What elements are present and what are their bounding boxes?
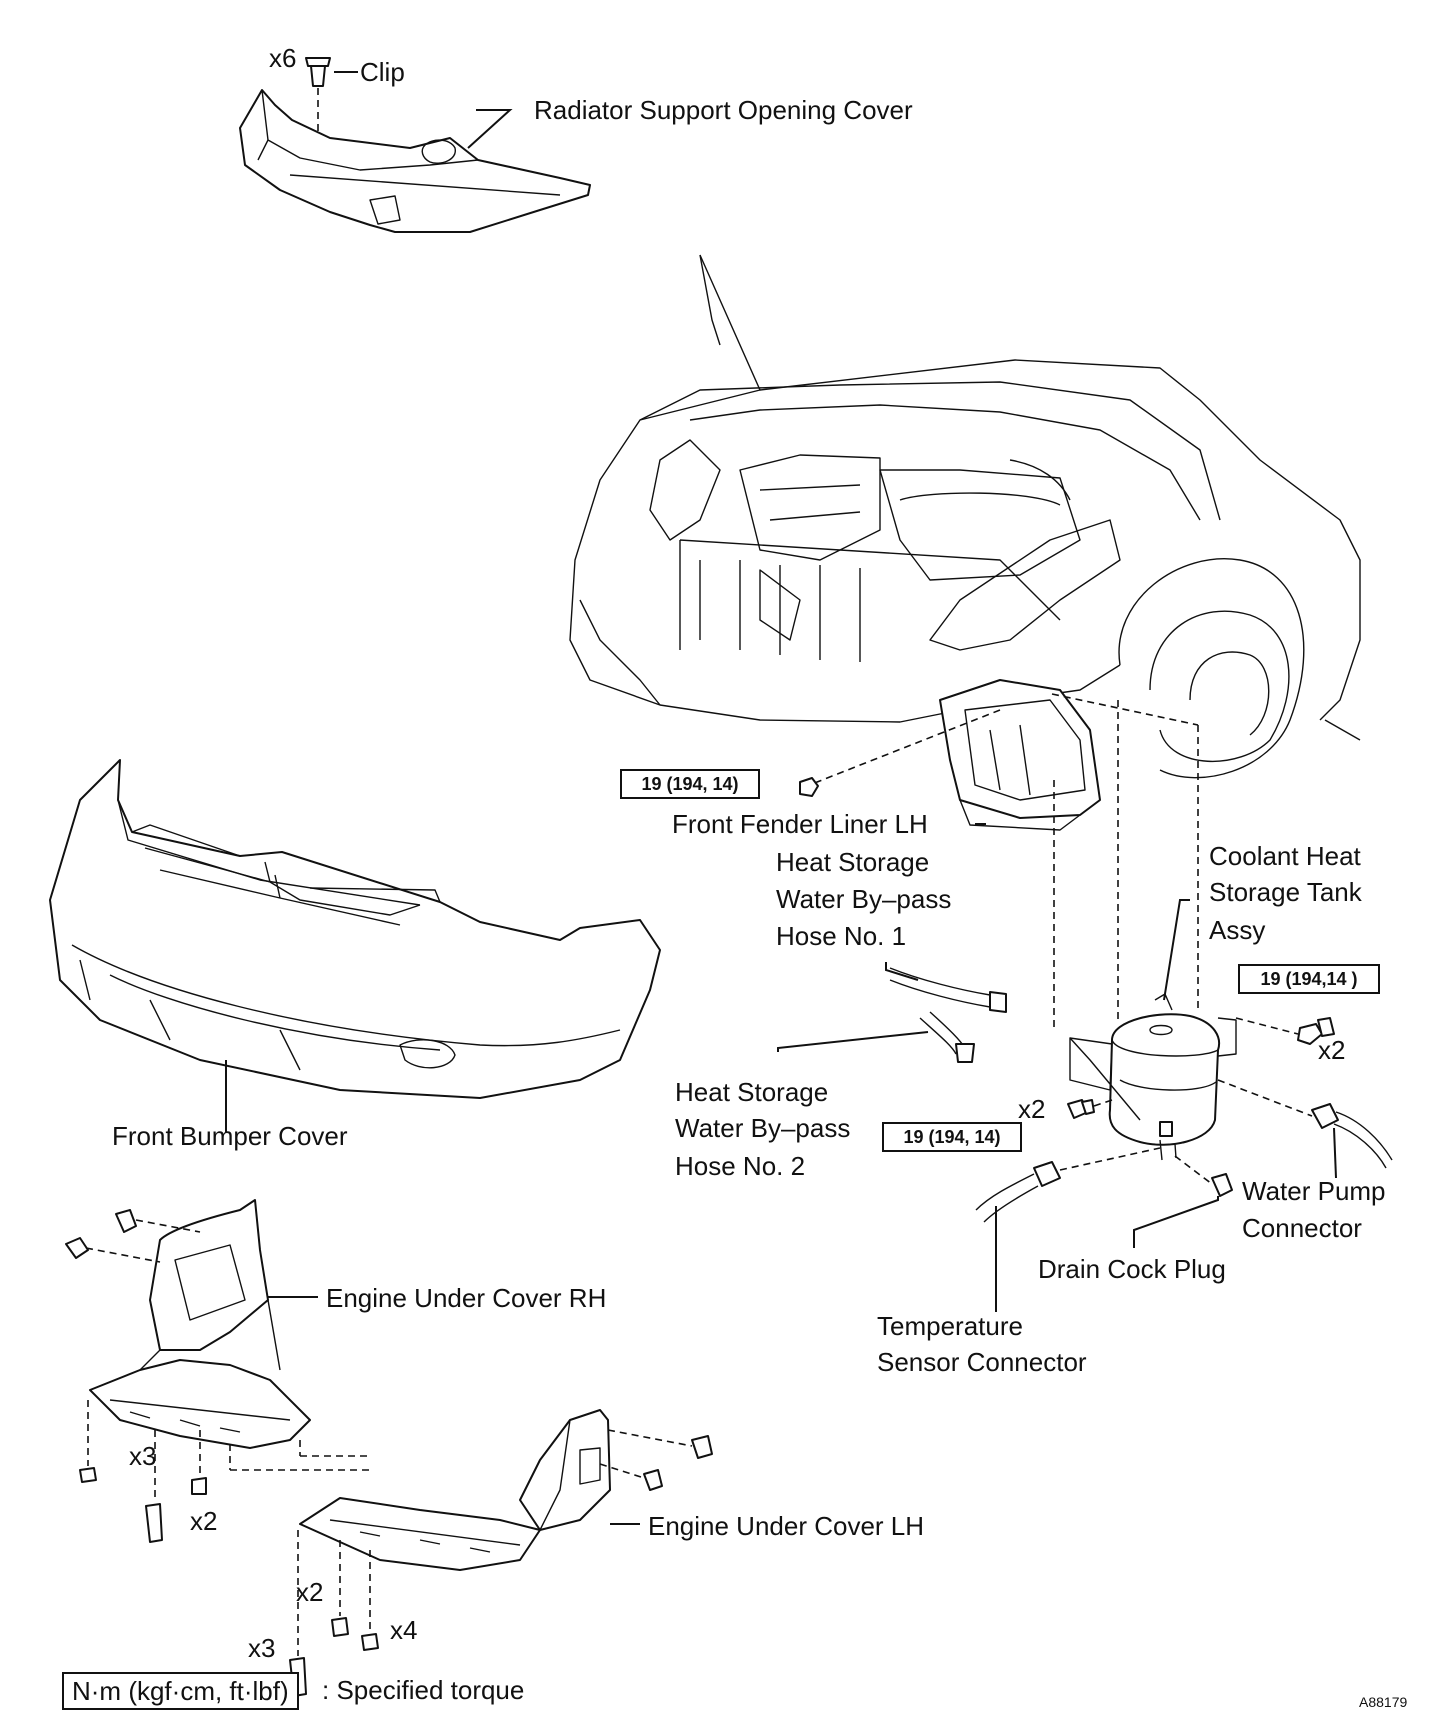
- tank-label-line3: Assy: [1209, 915, 1266, 945]
- figure-id: A88179: [1359, 1694, 1408, 1710]
- front-bumper-cover-drawing: [49, 759, 661, 1099]
- fender-nut-drawing: [799, 777, 819, 797]
- bracket-bolt-drawing: [1067, 1099, 1095, 1119]
- front-bumper-label: Front Bumper Cover: [112, 1121, 348, 1151]
- hose2-label-line1: Heat Storage: [675, 1077, 829, 1107]
- drain-cock-label: Drain Cock Plug: [1038, 1254, 1226, 1284]
- tank-label-line2: Storage Tank: [1209, 877, 1362, 907]
- hose2-label-line3: Hose No. 2: [675, 1151, 806, 1181]
- drain-cock-plug-drawing: [1211, 1173, 1233, 1197]
- fender-liner-label: Front Fender Liner LH: [672, 809, 928, 839]
- hose-no1-drawing: [889, 967, 1007, 1013]
- temperature-sensor-connector-drawing: [975, 1161, 1061, 1223]
- engine-under-cover-lh-label: Engine Under Cover LH: [648, 1511, 925, 1541]
- temp-sensor-label-line2: Sensor Connector: [877, 1347, 1087, 1377]
- front-fender-liner-drawing: [939, 679, 1101, 831]
- torque-box-tank: 19 (194,14 ): [1238, 964, 1380, 994]
- engine-under-cover-lh-drawing: [299, 1409, 611, 1571]
- hose1-label-line3: Hose No. 1: [776, 921, 907, 951]
- temp-sensor-label-line1: Temperature: [877, 1311, 1023, 1341]
- clip-label: Clip: [360, 57, 405, 87]
- engine-under-cover-rh-label: Engine Under Cover RH: [326, 1283, 607, 1313]
- water-pump-label-line2: Connector: [1242, 1213, 1362, 1243]
- water-pump-label-line1: Water Pump: [1242, 1176, 1386, 1206]
- tank-label-line1: Coolant Heat: [1209, 841, 1361, 871]
- lh-screw-qty-label: x3: [248, 1633, 276, 1663]
- vehicle-front-drawing: [569, 254, 1361, 779]
- hose-no2-drawing: [919, 1011, 975, 1063]
- radiator-cover-label: Radiator Support Opening Cover: [534, 95, 913, 125]
- under-rh-fasteners-drawing: [65, 1209, 207, 1543]
- clip-qty-label: x6: [269, 43, 297, 73]
- torque-legend-desc: : Specified torque: [322, 1675, 525, 1705]
- hose2-label-line2: Water By–pass: [675, 1113, 851, 1143]
- lh-clip-qty-label: x4: [390, 1615, 418, 1645]
- tank-bolt-qty-label: x2: [1318, 1035, 1346, 1065]
- rh-screw-qty-label: x3: [129, 1441, 157, 1471]
- under-lh-fasteners-drawing: [289, 1435, 713, 1697]
- torque-box-bracket: 19 (194, 14): [882, 1122, 1022, 1152]
- engine-under-cover-rh-drawing: [89, 1199, 311, 1449]
- rh-bolt-qty-label: x2: [190, 1506, 218, 1536]
- clip-drawing: [305, 57, 331, 87]
- water-pump-connector-drawing: [1311, 1103, 1393, 1169]
- bracket-bolt-qty-label: x2: [1018, 1094, 1046, 1124]
- hose1-label-line2: Water By–pass: [776, 884, 952, 914]
- torque-legend-unit-box: N·m (kgf·cm, ft·lbf): [62, 1672, 299, 1710]
- tank-bolt-drawing: [1297, 1017, 1335, 1045]
- hose1-label-line1: Heat Storage: [776, 847, 930, 877]
- lh-bolt-qty-label: x2: [296, 1577, 324, 1607]
- coolant-tank-drawing: [1069, 993, 1237, 1161]
- radiator-support-cover-drawing: [239, 88, 591, 233]
- torque-box-fender: 19 (194, 14): [620, 769, 760, 799]
